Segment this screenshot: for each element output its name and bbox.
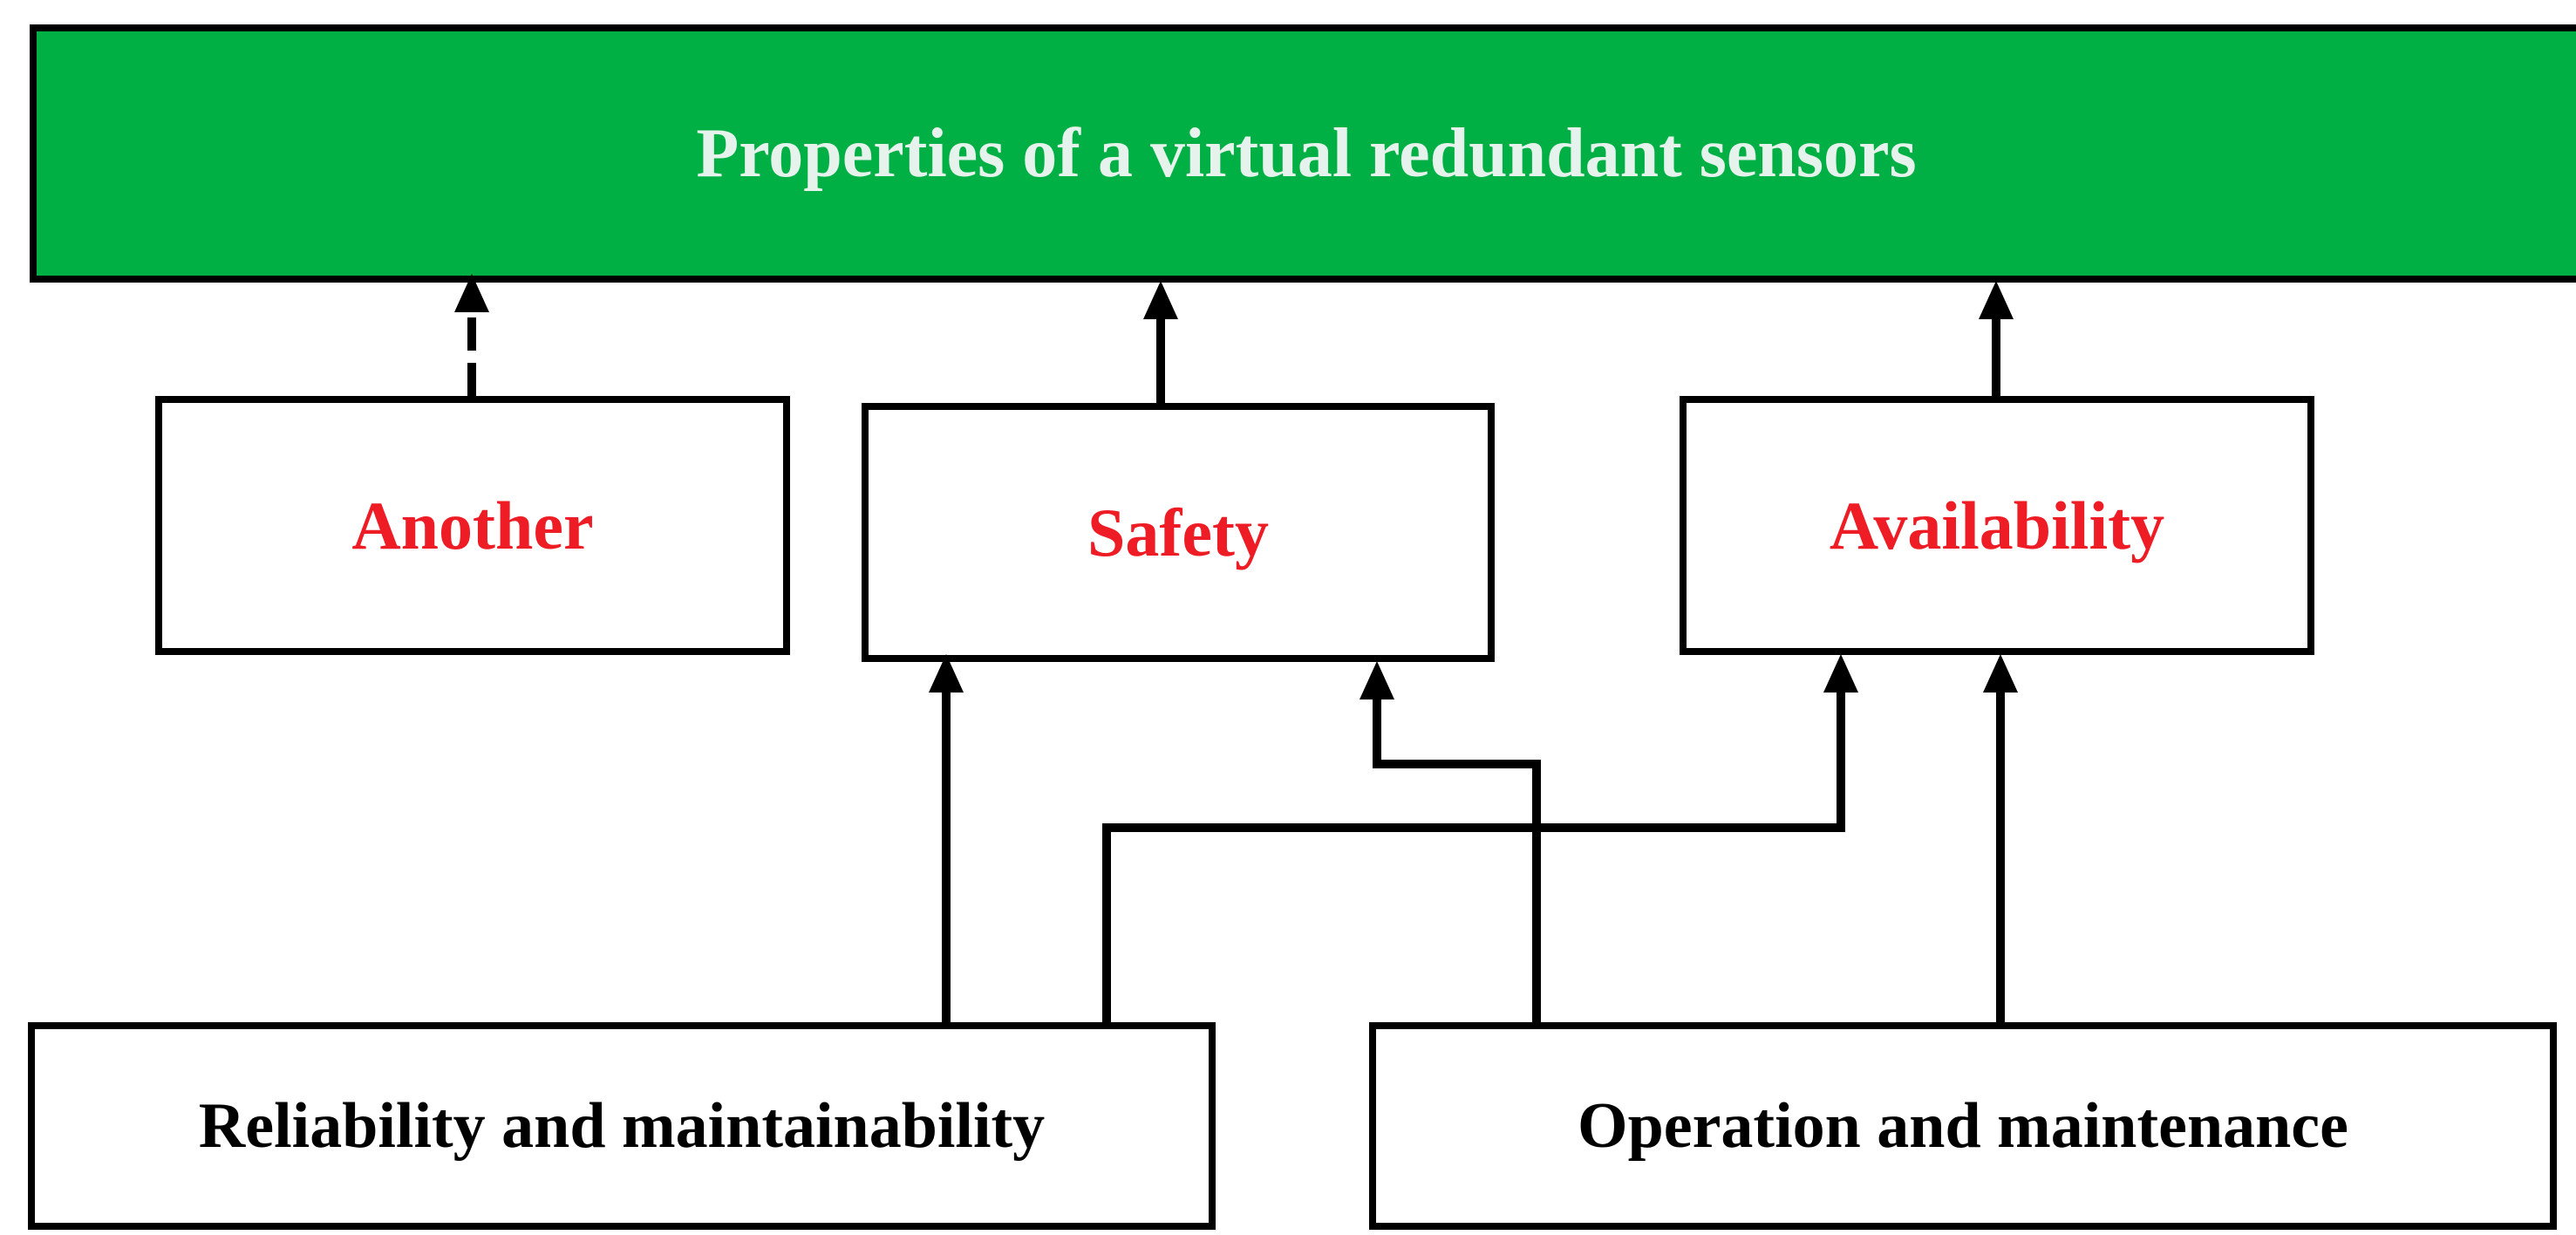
source-label-operation: Operation and maintenance (1578, 1089, 2348, 1162)
link-operation-to-availability (1983, 654, 2018, 1022)
link-another-to-title (454, 274, 489, 396)
property-box-safety: Safety (862, 403, 1495, 662)
property-box-availability: Availability (1680, 396, 2314, 655)
source-box-reliability: Reliability and maintainability (28, 1022, 1216, 1230)
link-operation-to-safety (1360, 661, 1541, 1022)
property-label-safety: Safety (1087, 494, 1269, 570)
properties-title: Properties of a virtual redundant sensor… (696, 114, 1917, 192)
property-box-another: Another (155, 396, 790, 655)
link-safety-to-title (1143, 281, 1178, 403)
link-reliability-to-availability (1102, 654, 1858, 1022)
link-reliability-to-safety (929, 654, 964, 1022)
properties-title-box: Properties of a virtual redundant sensor… (30, 24, 2576, 283)
source-label-reliability: Reliability and maintainability (198, 1089, 1046, 1162)
link-availability-to-title (1979, 281, 2014, 396)
property-label-availability: Availability (1829, 487, 2165, 563)
property-label-another: Another (351, 487, 594, 563)
source-box-operation: Operation and maintenance (1369, 1022, 2557, 1230)
